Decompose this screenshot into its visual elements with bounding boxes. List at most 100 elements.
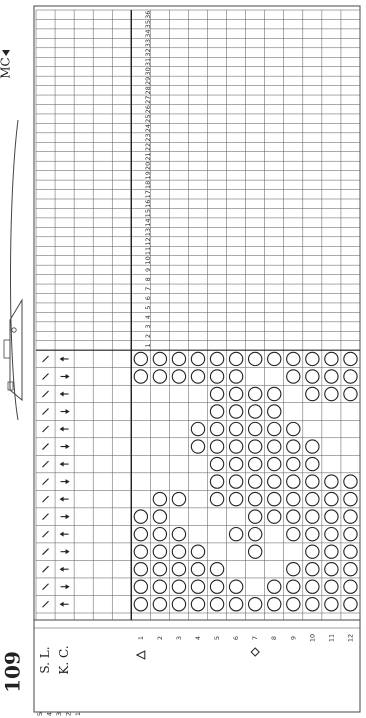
pattern-stitch-r7-n4 — [249, 545, 262, 558]
kc-arrow-4 — [61, 549, 70, 554]
pattern-stitch-r5-n7 — [210, 492, 223, 505]
pattern-stitch-r9-n3 — [287, 563, 300, 576]
kc-arrow-3 — [60, 567, 69, 572]
needle-number-33: 33 — [144, 39, 152, 47]
sl-slash-7 — [43, 496, 49, 502]
needle-number-13: 13 — [144, 228, 152, 236]
kc-arrow-7 — [60, 497, 69, 502]
pattern-stitch-r5-n8 — [210, 475, 223, 488]
pattern-stitch-r12-n8 — [344, 475, 357, 488]
kc-arrow-11 — [60, 427, 69, 432]
pattern-stitch-r12-n1 — [344, 598, 357, 611]
sl-slash-8 — [43, 479, 49, 485]
pattern-stitch-r11-n2 — [325, 580, 338, 593]
needle-number-27: 27 — [144, 96, 152, 104]
pattern-stitch-r1-n15 — [134, 352, 147, 365]
pattern-stitch-r7-n8 — [249, 475, 262, 488]
pattern-stitch-r3-n15 — [172, 352, 185, 365]
pattern-stitch-r2-n2 — [153, 580, 166, 593]
needle-number-36: 36 — [144, 11, 152, 19]
needle-number-6: 6 — [144, 296, 152, 300]
pattern-stitch-r7-n15 — [249, 352, 262, 365]
left-row-number-4: 4 — [46, 712, 54, 716]
pattern-stitch-r12-n5 — [344, 528, 357, 541]
pattern-stitch-r10-n2 — [306, 580, 319, 593]
pattern-stitch-r7-n11 — [249, 422, 262, 435]
pattern-stitch-r2-n7 — [153, 492, 166, 505]
pattern-stitch-r9-n14 — [287, 370, 300, 383]
pattern-stitch-r11-n6 — [325, 510, 338, 523]
sl-slash-12 — [43, 409, 49, 415]
pattern-stitch-r8-n12 — [268, 405, 281, 418]
pattern-stitch-r10-n10 — [306, 440, 319, 453]
row-7-diamond-marker — [251, 648, 259, 656]
left-row-number-1: 1 — [74, 712, 82, 716]
kc-arrow-9 — [60, 462, 69, 467]
grid-lines — [36, 10, 360, 620]
pattern-stitch-r4-n11 — [191, 422, 204, 435]
needle-number-25: 25 — [144, 115, 152, 123]
pattern-stitch-r8-n10 — [268, 440, 281, 453]
pattern-row-number-8: 8 — [270, 636, 278, 640]
pattern-stitch-r8-n13 — [268, 387, 281, 400]
pattern-stitch-r6-n5 — [229, 528, 242, 541]
pattern-row-number-3: 3 — [175, 636, 183, 640]
pattern-stitch-r9-n9 — [287, 457, 300, 470]
kc-arrow-12 — [61, 409, 70, 414]
sl-label: S. L. — [38, 646, 52, 673]
pattern-stitch-r11-n15 — [325, 352, 338, 365]
pattern-stitch-r8-n9 — [268, 457, 281, 470]
pattern-stitch-r6-n12 — [229, 405, 242, 418]
needle-number-15: 15 — [144, 209, 152, 217]
pattern-stitch-r2-n4 — [153, 545, 166, 558]
pattern-stitch-r12-n6 — [344, 510, 357, 523]
sl-slash-9 — [43, 461, 49, 467]
pattern-row-number-12: 12 — [346, 634, 354, 642]
sl-slash-5 — [43, 531, 49, 537]
pattern-stitch-r11-n4 — [325, 545, 338, 558]
needle-number-1: 1 — [144, 343, 152, 347]
pattern-stitch-r7-n10 — [249, 440, 262, 453]
needle-number-34: 34 — [144, 29, 152, 37]
pattern-stitch-r3-n2 — [172, 580, 185, 593]
kc-label: K. C. — [57, 645, 71, 674]
pattern-stitch-r4-n10 — [191, 440, 204, 453]
mc-indicator — [2, 50, 10, 56]
pattern-stitch-r9-n2 — [287, 580, 300, 593]
pattern-stitch-r3-n5 — [172, 528, 185, 541]
pattern-stitch-r7-n6 — [249, 510, 262, 523]
knitting-machine-sketch-icon — [4, 120, 22, 420]
pattern-stitch-r11-n1 — [325, 598, 338, 611]
pattern-stitch-r6-n13 — [229, 387, 242, 400]
pattern-stitch-r5-n10 — [210, 440, 223, 453]
needle-number-26: 26 — [144, 105, 152, 113]
pattern-stitch-r2-n3 — [153, 563, 166, 576]
pattern-stitch-r1-n5 — [134, 528, 147, 541]
needle-number-17: 17 — [144, 190, 152, 198]
pattern-row-number-9: 9 — [289, 636, 297, 640]
pattern-stitch-r9-n5 — [287, 528, 300, 541]
needle-number-28: 28 — [144, 86, 152, 94]
pattern-stitch-r10-n4 — [306, 545, 319, 558]
needle-number-5: 5 — [144, 306, 152, 310]
needle-number-4: 4 — [144, 315, 152, 319]
pattern-stitch-r6-n7 — [229, 492, 242, 505]
pattern-stitch-r4-n2 — [191, 580, 204, 593]
needle-number-32: 32 — [144, 48, 152, 56]
pattern-stitch-r4-n3 — [191, 563, 204, 576]
pattern-stitch-r8-n8 — [268, 475, 281, 488]
kc-arrow-2 — [61, 584, 70, 589]
kc-arrow-6 — [61, 514, 70, 519]
sl-slash-14 — [43, 373, 49, 379]
pattern-stitch-r9-n1 — [287, 598, 300, 611]
sl-slash-3 — [43, 566, 49, 572]
mc-label: MC — [0, 57, 13, 78]
needle-number-9: 9 — [144, 268, 152, 272]
pattern-stitch-r6-n1 — [229, 598, 242, 611]
pattern-stitch-r4-n14 — [191, 370, 204, 383]
pattern-stitch-r8-n15 — [268, 352, 281, 365]
pattern-stitch-r4-n4 — [191, 545, 204, 558]
pattern-stitch-r10-n9 — [306, 457, 319, 470]
pattern-stitch-r9-n10 — [287, 440, 300, 453]
